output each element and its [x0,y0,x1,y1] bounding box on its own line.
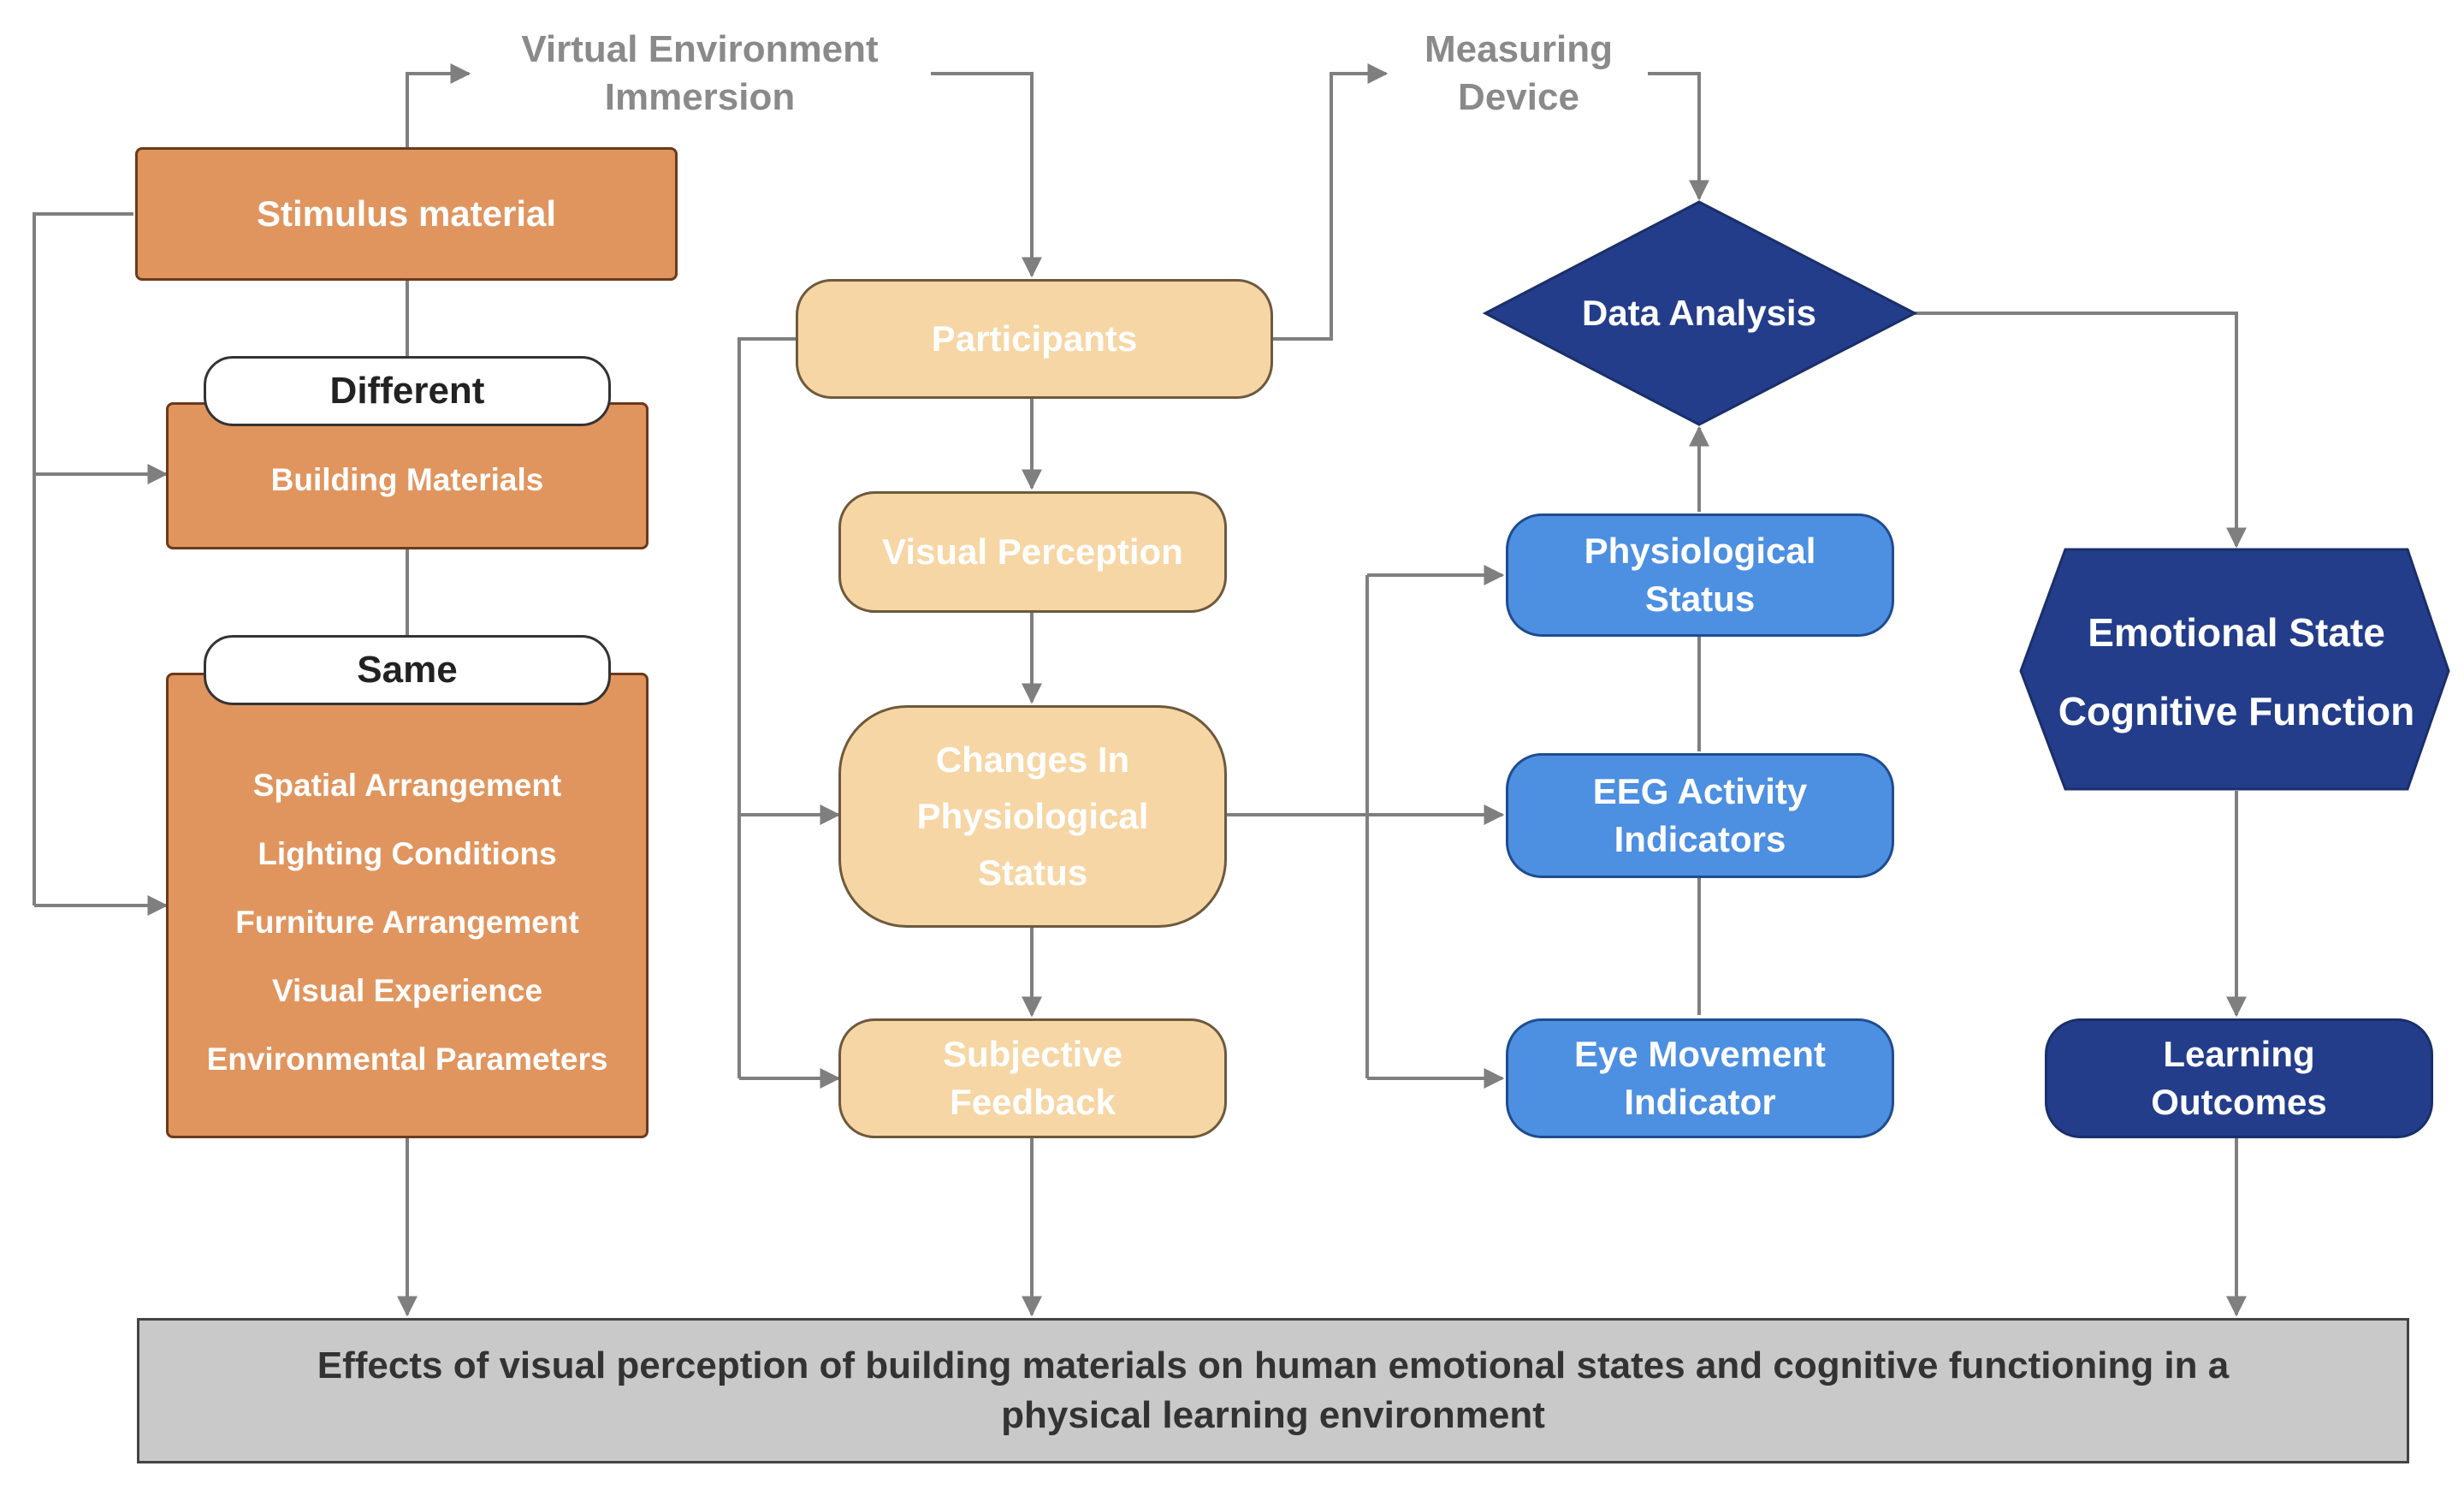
same-item-lighting: Lighting Conditions [258,836,557,871]
emotional-cognitive-label: Emotional State Cognitive Function [2036,591,2437,753]
arrow-stimulus-to-immersion [406,63,471,147]
emotional-cognitive-hexagon [2019,548,2450,791]
measuring-device-label: Measuring Device [1424,28,1614,118]
building-materials-box: Building Materials [166,402,649,549]
learning-outcomes-box: Learning Outcomes [2045,1018,2433,1138]
same-item-spatial: Spatial Arrangement [252,768,562,803]
subjective-feedback-box: Subjective Feedback [838,1018,1227,1138]
cognitive-function-text: Cognitive Function [2058,689,2415,733]
changes-physiological-status-box: Changes In Physiological Status [838,705,1227,928]
participants-box: Participants [796,279,1273,399]
data-analysis-label: Data Analysis [1582,293,1816,333]
data-analysis-diamond [1482,200,1918,426]
visual-perception-box: Visual Perception [838,491,1227,613]
same-item-environmental: Environmental Parameters [206,1042,608,1077]
building-materials-item: Building Materials [270,462,544,497]
arrow-measuring-to-analysis [1648,72,1709,201]
same-group-box: Spatial Arrangement Lighting Conditions … [166,673,649,1138]
same-item-visual-experience: Visual Experience [271,973,543,1008]
emotional-state-text: Emotional State [2088,610,2385,655]
connector-left-bracket [33,212,133,905]
connector-participants-bracket [737,337,796,1078]
conclusion-box: Effects of visual perception of building… [137,1318,2409,1463]
arrow-participants-to-measuring [1273,63,1389,341]
different-tag: Different [204,356,611,426]
same-item-furniture: Furniture Arrangement [235,905,579,940]
stimulus-material-box: Stimulus material [135,147,678,281]
same-tag: Same [204,635,611,705]
physiological-status-box: Physiological Status [1506,514,1894,637]
arrow-immersion-to-participants [931,72,1042,278]
virtual-environment-immersion-label: Virtual Environment Immersion [521,28,879,118]
eye-movement-indicator-box: Eye Movement Indicator [1506,1018,1894,1138]
eeg-activity-indicators-box: EEG Activity Indicators [1506,753,1894,878]
arrow-analysis-to-emotional [1915,312,2247,549]
